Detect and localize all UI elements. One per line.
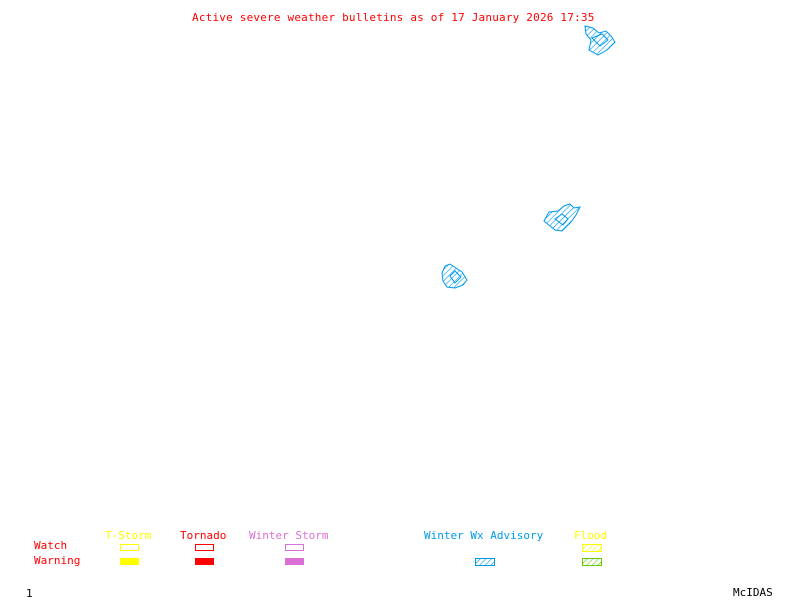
swatch-tstorm-warning	[120, 558, 139, 565]
advisory-region-northeast	[584, 25, 616, 56]
swatch-tornado-watch	[195, 544, 214, 551]
swatch-winter-wx-advisory-warning	[475, 558, 495, 566]
swatch-flood-warning	[582, 558, 602, 566]
frame-number: 1	[26, 587, 33, 600]
software-label: McIDAS	[733, 586, 773, 599]
legend-row-watch: Watch	[34, 539, 68, 552]
advisory-region-east-central	[543, 203, 581, 232]
bulletin-title: Active severe weather bulletins as of 17…	[192, 11, 595, 24]
swatch-flood-watch	[582, 544, 602, 552]
swatch-tornado-warning	[195, 558, 214, 565]
legend-header-winter-wx-advisory: Winter Wx Advisory	[424, 529, 544, 542]
legend-header-tstorm: T-Storm	[105, 529, 152, 542]
legend-header-tornado: Tornado	[180, 529, 227, 542]
legend-header-winter-storm: Winter Storm	[249, 529, 329, 542]
legend-row-warning: Warning	[34, 554, 81, 567]
swatch-winter-storm-warning	[285, 558, 304, 565]
advisory-region-central	[441, 263, 468, 289]
swatch-winter-storm-watch	[285, 544, 304, 551]
swatch-tstorm-watch	[120, 544, 139, 551]
legend-header-flood: Flood	[574, 529, 608, 542]
